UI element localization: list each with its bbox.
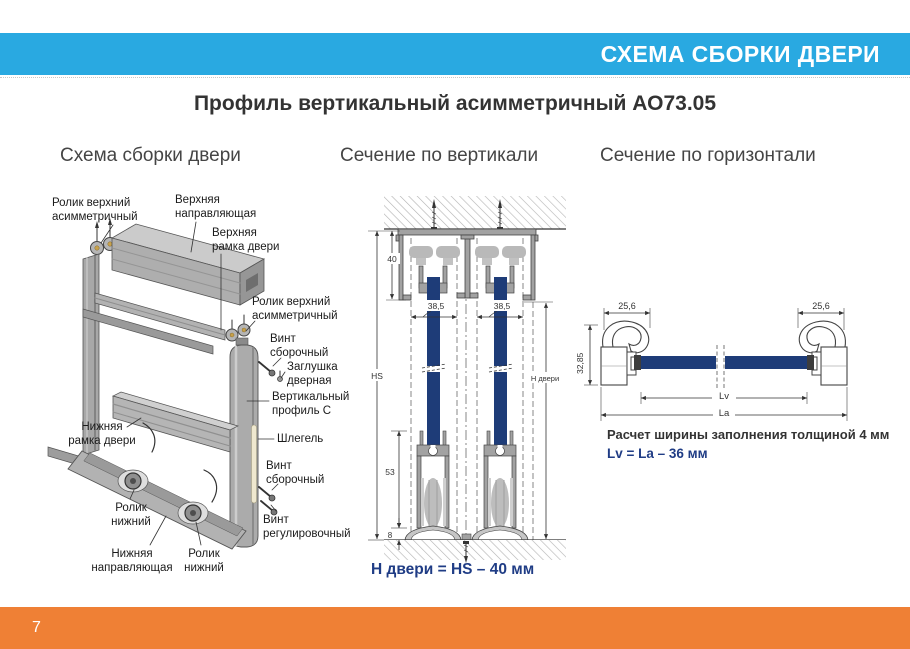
door-frame-rails bbox=[82, 292, 226, 355]
top-guide-rail bbox=[110, 223, 266, 306]
leader-lines bbox=[100, 221, 286, 546]
bottom-frame-bar bbox=[112, 391, 239, 453]
dim-40: 40 bbox=[387, 254, 397, 264]
dim-lv: Lv bbox=[719, 391, 729, 402]
dim-25-6-left: 25,6 bbox=[618, 301, 636, 311]
heading-assembly: Схема сборки двери bbox=[60, 145, 241, 166]
top-track bbox=[395, 228, 539, 301]
panel-break-marks bbox=[421, 363, 514, 373]
label-shlegel: Шлегель bbox=[277, 433, 324, 445]
dim-hs: HS bbox=[371, 371, 383, 381]
dim-la: La bbox=[719, 408, 730, 419]
horizontal-dimensions: 25,6 25,6 32,85 Lv La bbox=[575, 301, 848, 421]
dotted-separator bbox=[0, 77, 910, 78]
door-height-formula: Н двери = HS – 40 мм bbox=[371, 561, 535, 578]
vertical-profile-c bbox=[229, 337, 259, 548]
top-roller-pair-right bbox=[225, 314, 251, 342]
heading-horizontal-section: Сечение по горизонтали bbox=[600, 145, 816, 166]
floor-hatch bbox=[384, 540, 566, 560]
bottom-door-profiles bbox=[416, 430, 517, 529]
footer-bar: 7 bbox=[0, 607, 910, 649]
track-rollers bbox=[409, 246, 526, 265]
heading-vertical-section: Сечение по вертикали bbox=[340, 145, 539, 166]
header-bar: СХЕМА СБОРКИ ДВЕРИ bbox=[0, 33, 910, 75]
dim-38-5-right: 38,5 bbox=[494, 301, 511, 311]
left-door-profile bbox=[82, 253, 100, 456]
ceiling-screws bbox=[431, 199, 503, 230]
dim-53: 53 bbox=[385, 467, 395, 477]
vertical-dimensions: 40 HS Н двери 38,5 38,5 53 8 bbox=[368, 230, 562, 550]
floor-screw bbox=[463, 541, 469, 563]
right-profile bbox=[798, 320, 848, 386]
panel-seal bbox=[634, 355, 641, 370]
ceiling-hatch bbox=[384, 196, 566, 229]
assembly-diagram bbox=[47, 218, 286, 550]
center-break bbox=[716, 345, 725, 393]
shlegel-strip bbox=[251, 424, 257, 504]
assembly-screws bbox=[258, 361, 283, 516]
dim-38-5-left: 38,5 bbox=[428, 301, 445, 311]
vertical-section-diagram: 40 HS Н двери 38,5 38,5 53 8 bbox=[368, 196, 566, 563]
dim-25-6-right: 25,6 bbox=[812, 301, 830, 311]
header-title: СХЕМА СБОРКИ ДВЕРИ bbox=[600, 41, 880, 67]
page-number: 7 bbox=[32, 619, 41, 636]
bottom-track bbox=[404, 525, 529, 541]
dim-door-height: Н двери bbox=[531, 374, 559, 383]
dim-8: 8 bbox=[388, 531, 393, 540]
dim-32-85: 32,85 bbox=[575, 352, 585, 374]
horizontal-section-diagram: 25,6 25,6 32,85 Lv La bbox=[575, 301, 848, 421]
bottom-guide-rail bbox=[67, 422, 247, 550]
left-profile bbox=[600, 320, 650, 386]
door-panels bbox=[427, 277, 507, 445]
infill-formula: Lv = La – 36 мм bbox=[607, 446, 708, 461]
infill-note: Расчет ширины заполнения толщиной 4 мм bbox=[607, 427, 890, 442]
page-title: Профиль вертикальный асимметричный АО73.… bbox=[193, 92, 717, 115]
